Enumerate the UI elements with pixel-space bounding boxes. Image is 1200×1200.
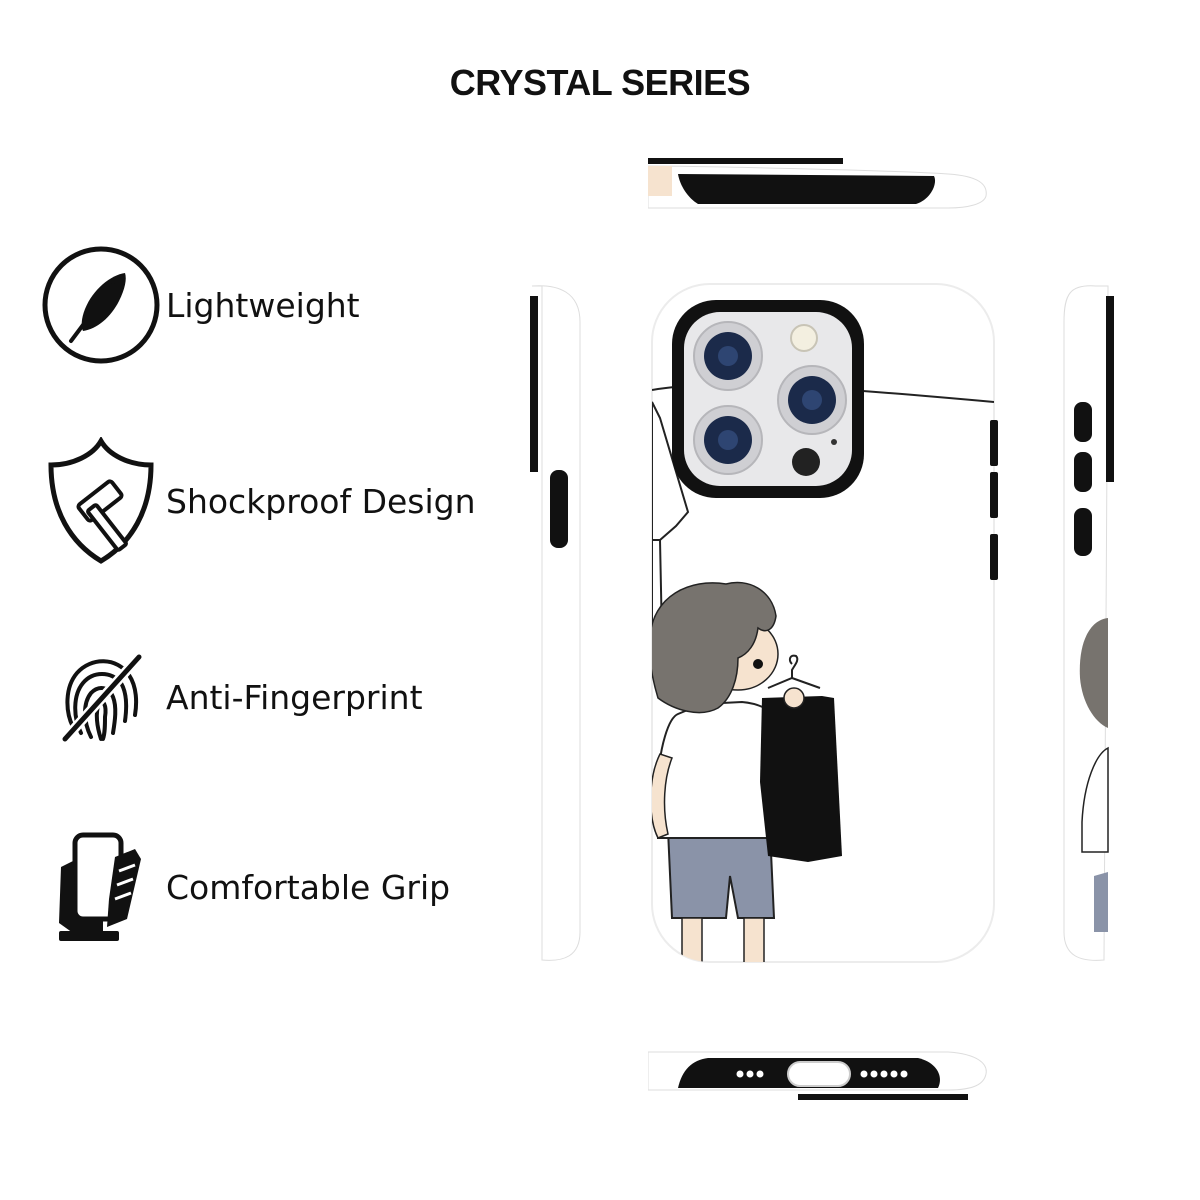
usb-port	[787, 1061, 851, 1087]
feature-label: Shockproof Design	[166, 481, 476, 521]
camera-lens-group	[693, 321, 847, 476]
flash	[790, 324, 818, 352]
feature-label: Comfortable Grip	[166, 867, 451, 907]
microphone	[831, 439, 837, 445]
feature-anti-fingerprint: Anti-Fingerprint	[36, 632, 423, 762]
case-bottom-view	[648, 1048, 988, 1104]
feather-icon	[36, 240, 166, 370]
feature-lightweight: Lightweight	[36, 240, 360, 370]
page-title: CRYSTAL SERIES	[449, 62, 751, 103]
case-left-side-view	[528, 282, 584, 964]
feature-label: Lightweight	[166, 285, 360, 325]
shield-hammer-icon	[36, 436, 166, 566]
case-back-view	[638, 278, 1008, 968]
case-right-side-view	[1060, 282, 1116, 964]
lidar-sensor	[792, 448, 820, 476]
volume-up-cutout	[1074, 402, 1092, 442]
case-top-view	[648, 156, 988, 212]
volume-down-cutout	[1074, 452, 1092, 492]
feature-comfortable-grip: Comfortable Grip	[36, 822, 450, 952]
power-button-cutout	[1074, 508, 1092, 556]
feature-label: Anti-Fingerprint	[166, 677, 423, 717]
fingerprint-off-icon	[36, 632, 166, 762]
speaker-holes	[736, 1070, 908, 1078]
hand-phone-grip-icon	[36, 822, 166, 952]
illustration-character	[652, 581, 842, 962]
feature-shockproof: Shockproof Design	[36, 436, 476, 566]
action-button-cutout	[550, 470, 568, 548]
